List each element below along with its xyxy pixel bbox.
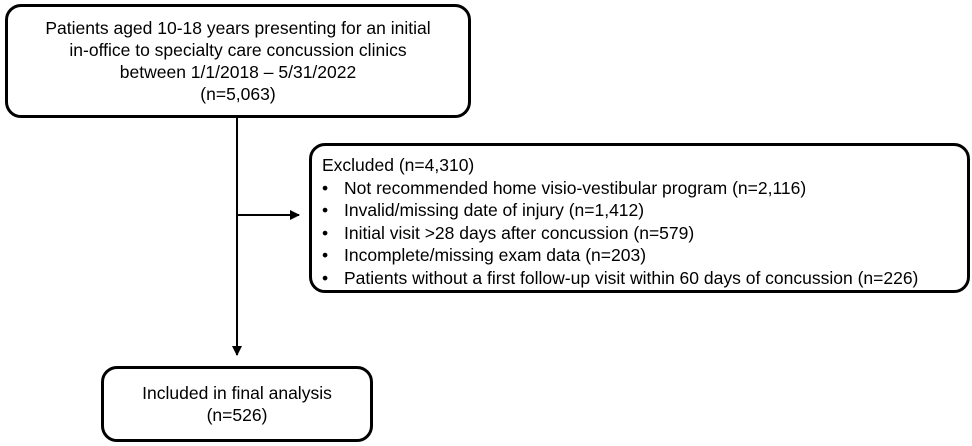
exclusion-reason-text: Incomplete/missing exam data (n=203) xyxy=(344,245,647,265)
excluded-title: Excluded (n=4,310) xyxy=(322,155,475,175)
bullet-icon: • xyxy=(322,177,329,198)
eligible-patients-line-3: between 1/1/2018 – 5/31/2022 xyxy=(119,62,357,82)
exclusion-reason-text: Patients without a first follow-up visit… xyxy=(344,267,919,288)
final-analysis-box: Included in final analysis (n=526) xyxy=(101,366,373,442)
final-analysis-count: (n=526) xyxy=(206,405,268,425)
bullet-icon: • xyxy=(322,245,329,265)
eligible-patients-box: Patients aged 10-18 years presenting for… xyxy=(5,4,471,118)
exclusion-reason-item: • Incomplete/missing exam data (n=203) xyxy=(322,244,957,267)
bullet-icon: • xyxy=(322,200,329,220)
bullet-icon: • xyxy=(322,222,329,243)
exclusion-reason-text: Not recommended home visio-vestibular pr… xyxy=(344,177,807,198)
excluded-patients-box: Excluded (n=4,310) • Not recommended hom… xyxy=(309,143,970,293)
eligible-patients-line-1: Patients aged 10-18 years presenting for… xyxy=(45,18,431,38)
eligible-patients-count: (n=5,063) xyxy=(200,84,276,104)
bullet-icon: • xyxy=(322,267,329,288)
exclusion-reason-item: • Initial visit >28 days after concussio… xyxy=(322,222,957,245)
exclusion-reason-item: • Not recommended home visio-vestibular … xyxy=(322,177,957,200)
exclusion-reason-text: Initial visit >28 days after concussion … xyxy=(344,222,695,243)
exclusion-reason-item: • Patients without a first follow-up vis… xyxy=(322,267,957,290)
exclusion-reasons-list: • Not recommended home visio-vestibular … xyxy=(322,177,957,290)
eligible-patients-line-2: in-office to specialty care concussion c… xyxy=(69,40,407,60)
exclusion-reason-text: Invalid/missing date of injury (n=1,412) xyxy=(344,200,645,220)
final-analysis-label: Included in final analysis xyxy=(142,383,332,403)
exclusion-reason-item: • Invalid/missing date of injury (n=1,41… xyxy=(322,199,957,222)
